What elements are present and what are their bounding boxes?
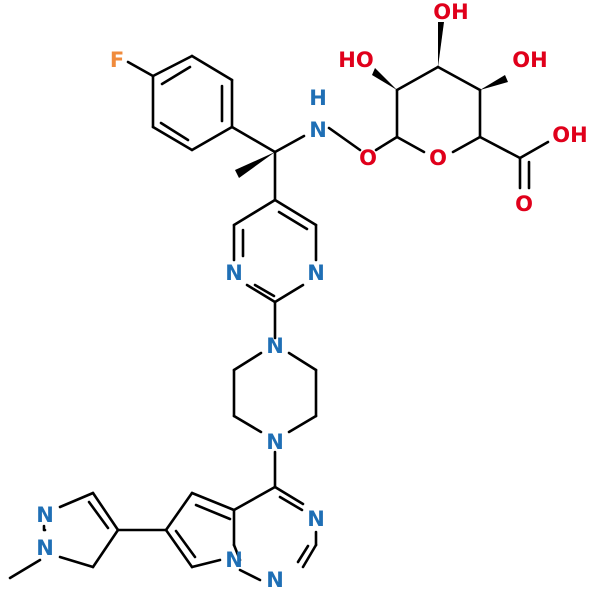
glycoside-oxygen-label: O	[359, 146, 377, 170]
pyrazole-ring	[8, 491, 168, 580]
ring-oxygen-label: O	[429, 146, 447, 170]
hydroxyl-right-label: OH	[512, 48, 547, 72]
pyrimidine-n-right-label: N	[307, 261, 325, 285]
triazine-n-right-label: N	[307, 507, 325, 531]
pyrrole-ring	[164, 491, 236, 569]
piperazine-n-bottom-label: N	[266, 430, 284, 454]
quaternary-carbon-bonds	[230, 125, 306, 202]
amine-h-label: H	[309, 86, 327, 110]
triazine-n-bottom-label: N	[266, 568, 284, 592]
fluorophenyl-ring	[126, 54, 234, 152]
triazine-ring	[232, 485, 318, 582]
piperazine-n-top-label: N	[266, 334, 284, 358]
pyrimidine-n-left-label: N	[225, 261, 243, 285]
pyrimidine-ring	[232, 198, 318, 340]
pyrazole-n-top-label: N	[36, 503, 54, 527]
acid-hydroxyl-label: OH	[552, 123, 587, 147]
hydroxyl-left-label: HO	[338, 48, 373, 72]
carbonyl-oxygen-label: O	[515, 192, 533, 216]
pyrazole-n-methyl-label: N	[36, 536, 54, 560]
amine-n-label: N	[309, 118, 327, 142]
triazine-n-fused-label: N	[225, 548, 243, 572]
piperazine-ring	[232, 351, 318, 489]
glucuronide-ring	[327, 22, 550, 190]
fluorine-label: F	[110, 48, 124, 72]
hydroxyl-top-label: OH	[433, 0, 468, 24]
